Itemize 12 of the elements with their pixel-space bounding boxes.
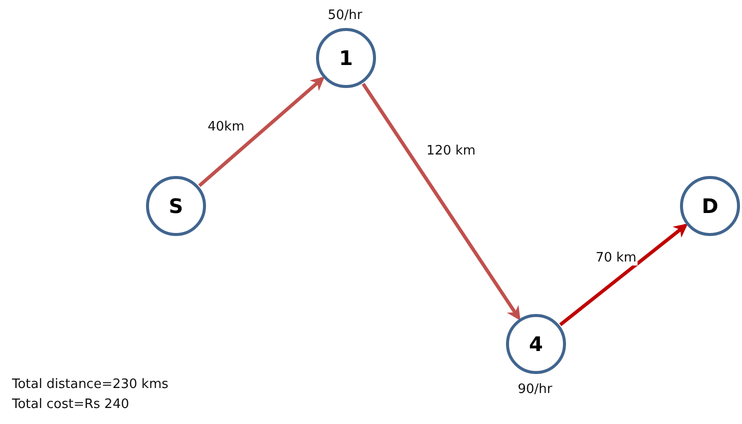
arrow xyxy=(198,76,325,187)
node-label: S xyxy=(168,194,184,218)
arrow xyxy=(362,82,520,320)
summary-note: Total distance=230 kms xyxy=(12,377,168,392)
node-label: D xyxy=(702,194,718,218)
summary-note: Total cost=Rs 240 xyxy=(12,397,130,412)
speed-label: 90/hr xyxy=(518,382,552,397)
speed-label: 50/hr xyxy=(328,8,362,23)
edge-label: 70 km xyxy=(594,250,638,266)
arrow xyxy=(559,224,688,326)
node-label: 4 xyxy=(529,332,543,356)
node-label: 1 xyxy=(339,46,353,70)
